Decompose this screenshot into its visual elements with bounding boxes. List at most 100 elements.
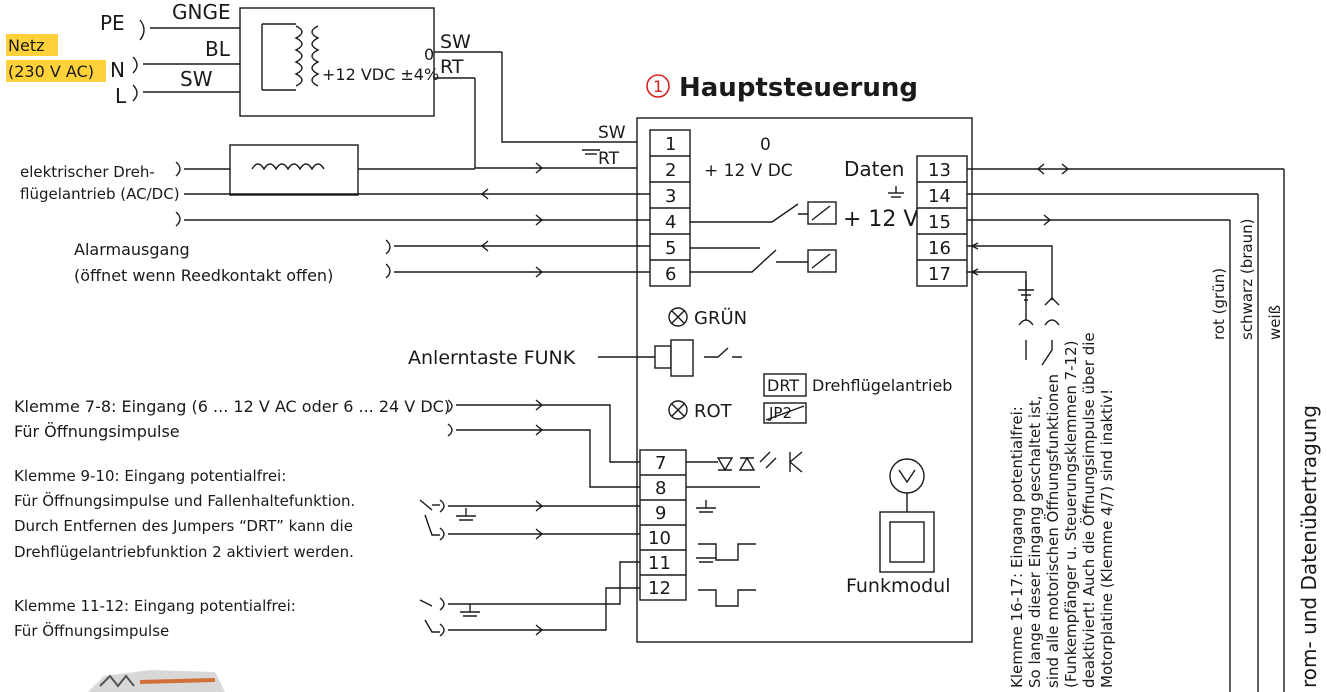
led-green-icon xyxy=(668,307,688,327)
drt-jumper-box xyxy=(763,373,807,397)
drive-coil-box xyxy=(229,144,359,196)
supply-zero: 0 xyxy=(760,135,771,155)
wire-11 xyxy=(448,561,640,605)
terminal-6: 6 xyxy=(665,264,676,285)
terminal-15: 15 xyxy=(928,212,951,233)
wire-rt xyxy=(474,78,650,169)
terminal-5: 5 xyxy=(665,238,676,259)
note-line-1: Klemme 16-17: Eingang potentialfrei: xyxy=(1008,406,1026,688)
drive-label-2: flügelantrieb (AC/DC) xyxy=(20,185,180,203)
drive-coil xyxy=(251,163,325,171)
wire-sw xyxy=(501,52,650,143)
ground-11 xyxy=(696,557,716,563)
in-sw-label: SW xyxy=(598,123,626,143)
terminal-block-right: 13 14 15 16 17 xyxy=(916,155,968,287)
led-red-icon xyxy=(668,400,688,420)
main-title: Hauptsteuerung xyxy=(679,73,918,103)
terminal-1: 1 xyxy=(665,134,676,155)
transformer-zero: 0 xyxy=(424,45,434,64)
out-rt-label: RT xyxy=(440,56,464,78)
jp2-label: JP2 xyxy=(768,404,792,422)
terminal-8: 8 xyxy=(655,478,666,499)
transformer-coil-primary xyxy=(294,25,303,87)
daten-label: Daten xyxy=(844,157,904,181)
k910-label-2: Für Öffnungsimpulse und Fallenhaltefunkt… xyxy=(14,491,355,510)
terminal-17: 17 xyxy=(928,264,951,285)
wire-white-label: weiß xyxy=(1266,305,1284,340)
pe-label: PE xyxy=(100,11,125,35)
section-number: 1 xyxy=(653,77,663,96)
pe-connector xyxy=(139,19,145,41)
drive-label-1: elektrischer Dreh- xyxy=(20,163,155,181)
wire-16 xyxy=(967,245,1053,300)
pulse-12 xyxy=(698,589,756,607)
k910-label-4: Drehflügelantriebfunktion 2 aktiviert we… xyxy=(14,543,354,561)
learn-button-label: Anlerntaste FUNK xyxy=(408,347,576,369)
terminal-9: 9 xyxy=(655,503,666,524)
drt-label: DRT xyxy=(767,376,799,395)
radio-module-icon xyxy=(879,458,935,573)
terminal-12: 12 xyxy=(648,578,671,599)
learn-button[interactable] xyxy=(670,339,694,377)
in-rt-label: RT xyxy=(598,149,620,169)
netz-highlight xyxy=(6,34,58,56)
terminal-3: 3 xyxy=(665,186,676,207)
wire-12 xyxy=(448,587,640,631)
terminal-7: 7 xyxy=(655,453,666,474)
plus12v-label: + 12 V xyxy=(843,207,918,232)
k1112-label-1: Klemme 11-12: Eingang potentialfrei: xyxy=(14,597,296,615)
wire-7 xyxy=(456,404,640,463)
k910-label-3: Durch Entfernen des Jumpers “DRT” kann d… xyxy=(14,517,353,535)
section-number-circle xyxy=(646,74,670,98)
terminal-4: 4 xyxy=(665,212,676,233)
netz-label: Netz xyxy=(8,36,44,55)
led-green-label: GRÜN xyxy=(694,307,747,329)
terminal-11: 11 xyxy=(648,553,671,574)
bl-label: BL xyxy=(205,37,231,61)
supply-plus12: + 12 V DC xyxy=(704,161,793,181)
netz-highlight-2 xyxy=(6,60,106,82)
wire-17 xyxy=(967,271,1027,320)
wire-black-label: schwarz (braun) xyxy=(1238,219,1256,340)
terminal-14: 14 xyxy=(928,186,951,207)
note-line-3: sind alle motorischen Öffnungsfunktionen xyxy=(1043,374,1062,688)
note-line-4: (Funkempfänger u. Steuerungsklemmen 7-12… xyxy=(1062,341,1080,688)
transformer-output-label: +12 VDC ±4% xyxy=(322,65,439,84)
terminal-block-left: 1 2 3 4 5 6 xyxy=(649,129,691,287)
n-label: N xyxy=(110,58,125,82)
terminal-10: 10 xyxy=(648,528,671,549)
bidirectional-arrow-icon xyxy=(1036,163,1070,175)
terminal-16: 16 xyxy=(928,238,951,259)
alarm-label-1: Alarmausgang xyxy=(74,240,190,259)
k1112-label-2: Für Öffnungsimpulse xyxy=(14,621,169,640)
alarm-label-2: (öffnet wenn Reedkontakt offen) xyxy=(74,266,333,285)
l-label: L xyxy=(115,84,127,108)
sw-label: SW xyxy=(180,67,213,91)
k78-label-2: Für Öffnungsimpulse xyxy=(14,422,180,441)
k910-label-1: Klemme 9-10: Eingang potentialfrei: xyxy=(14,467,286,485)
led-red-label: ROT xyxy=(694,401,733,422)
note-line-5: deaktiviert! Auch die Öffnungsimpulse üb… xyxy=(1079,332,1098,688)
out-sw-label: SW xyxy=(440,31,471,53)
device-photo-fragment xyxy=(88,670,225,692)
note-line-6: Motorplatine (Klemme 4/7) sind inaktiv! xyxy=(1098,389,1116,688)
gnge-label: GNGE xyxy=(172,0,231,24)
terminal-block-lower: 7 8 9 10 11 12 xyxy=(639,449,687,601)
note-line-2: So lange dieser Eingang geschaltet ist, xyxy=(1026,396,1044,688)
transformer-box xyxy=(239,7,435,117)
wire-8 xyxy=(456,429,640,488)
ground-9 xyxy=(696,500,716,513)
pulse-10 xyxy=(698,543,756,561)
transformer-coil-secondary xyxy=(311,25,320,87)
k78-label-1: Klemme 7-8: Eingang (6 ... 12 V AC oder … xyxy=(14,397,450,416)
n-connector xyxy=(132,56,138,74)
netz-voltage-label: (230 V AC) xyxy=(8,62,94,81)
note-16-17: Klemme 16-17: Eingang potentialfrei: So … xyxy=(1008,332,1116,688)
wire-red-label: rot (grün) xyxy=(1210,268,1228,340)
bus-label: rom- und Datenübertragung xyxy=(1297,405,1321,688)
terminal-13: 13 xyxy=(928,160,951,181)
l-connector xyxy=(132,84,138,102)
radio-module-label: Funkmodul xyxy=(846,575,951,597)
drt-description: Drehflügelantrieb xyxy=(812,376,952,395)
